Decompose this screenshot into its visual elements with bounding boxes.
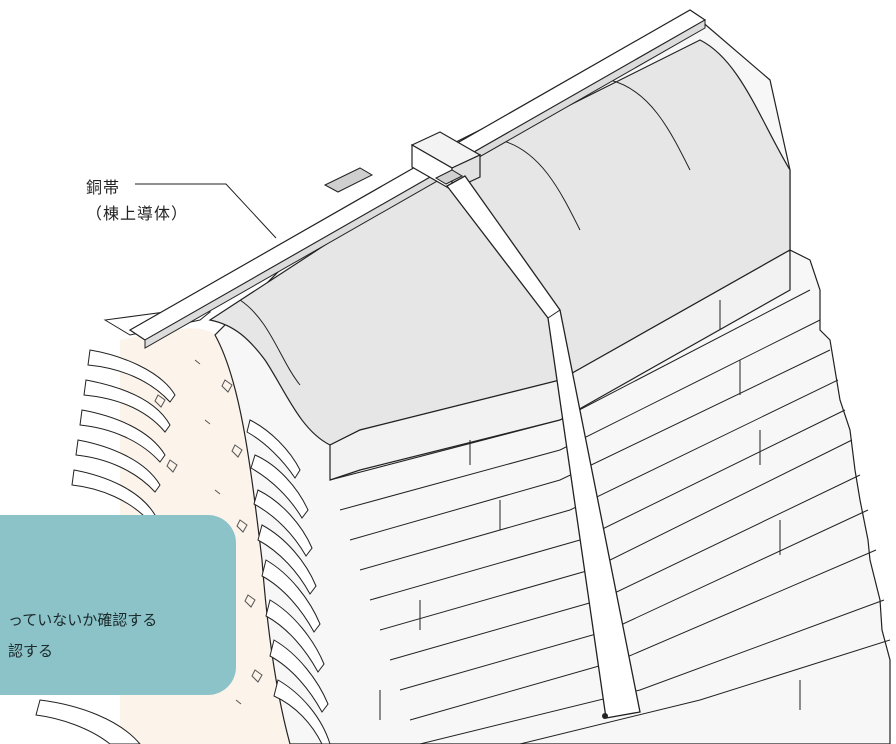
inspection-note-box: っていないか確認する 認する: [0, 515, 236, 695]
roof-front-face: [329, 248, 791, 481]
copper-ridge-band-side: [144, 19, 706, 349]
tier-joints: [379, 300, 801, 720]
callout-line-1: 銅帯: [86, 178, 121, 197]
conductor-callout-label: 銅帯 （棟上導体）: [86, 175, 188, 227]
roof-tier-curves: [239, 79, 691, 386]
down-conductor-edge: [547, 309, 561, 319]
note-line-2: 認する: [8, 642, 54, 660]
thatch-layers: [329, 289, 891, 744]
note-line-1: っていないか確認する: [8, 611, 158, 629]
callout-leader-line: [135, 183, 277, 239]
strap-end-fastener: [602, 713, 608, 719]
callout-line-2: （棟上導体）: [86, 204, 189, 223]
band-sleeve: [323, 167, 374, 193]
